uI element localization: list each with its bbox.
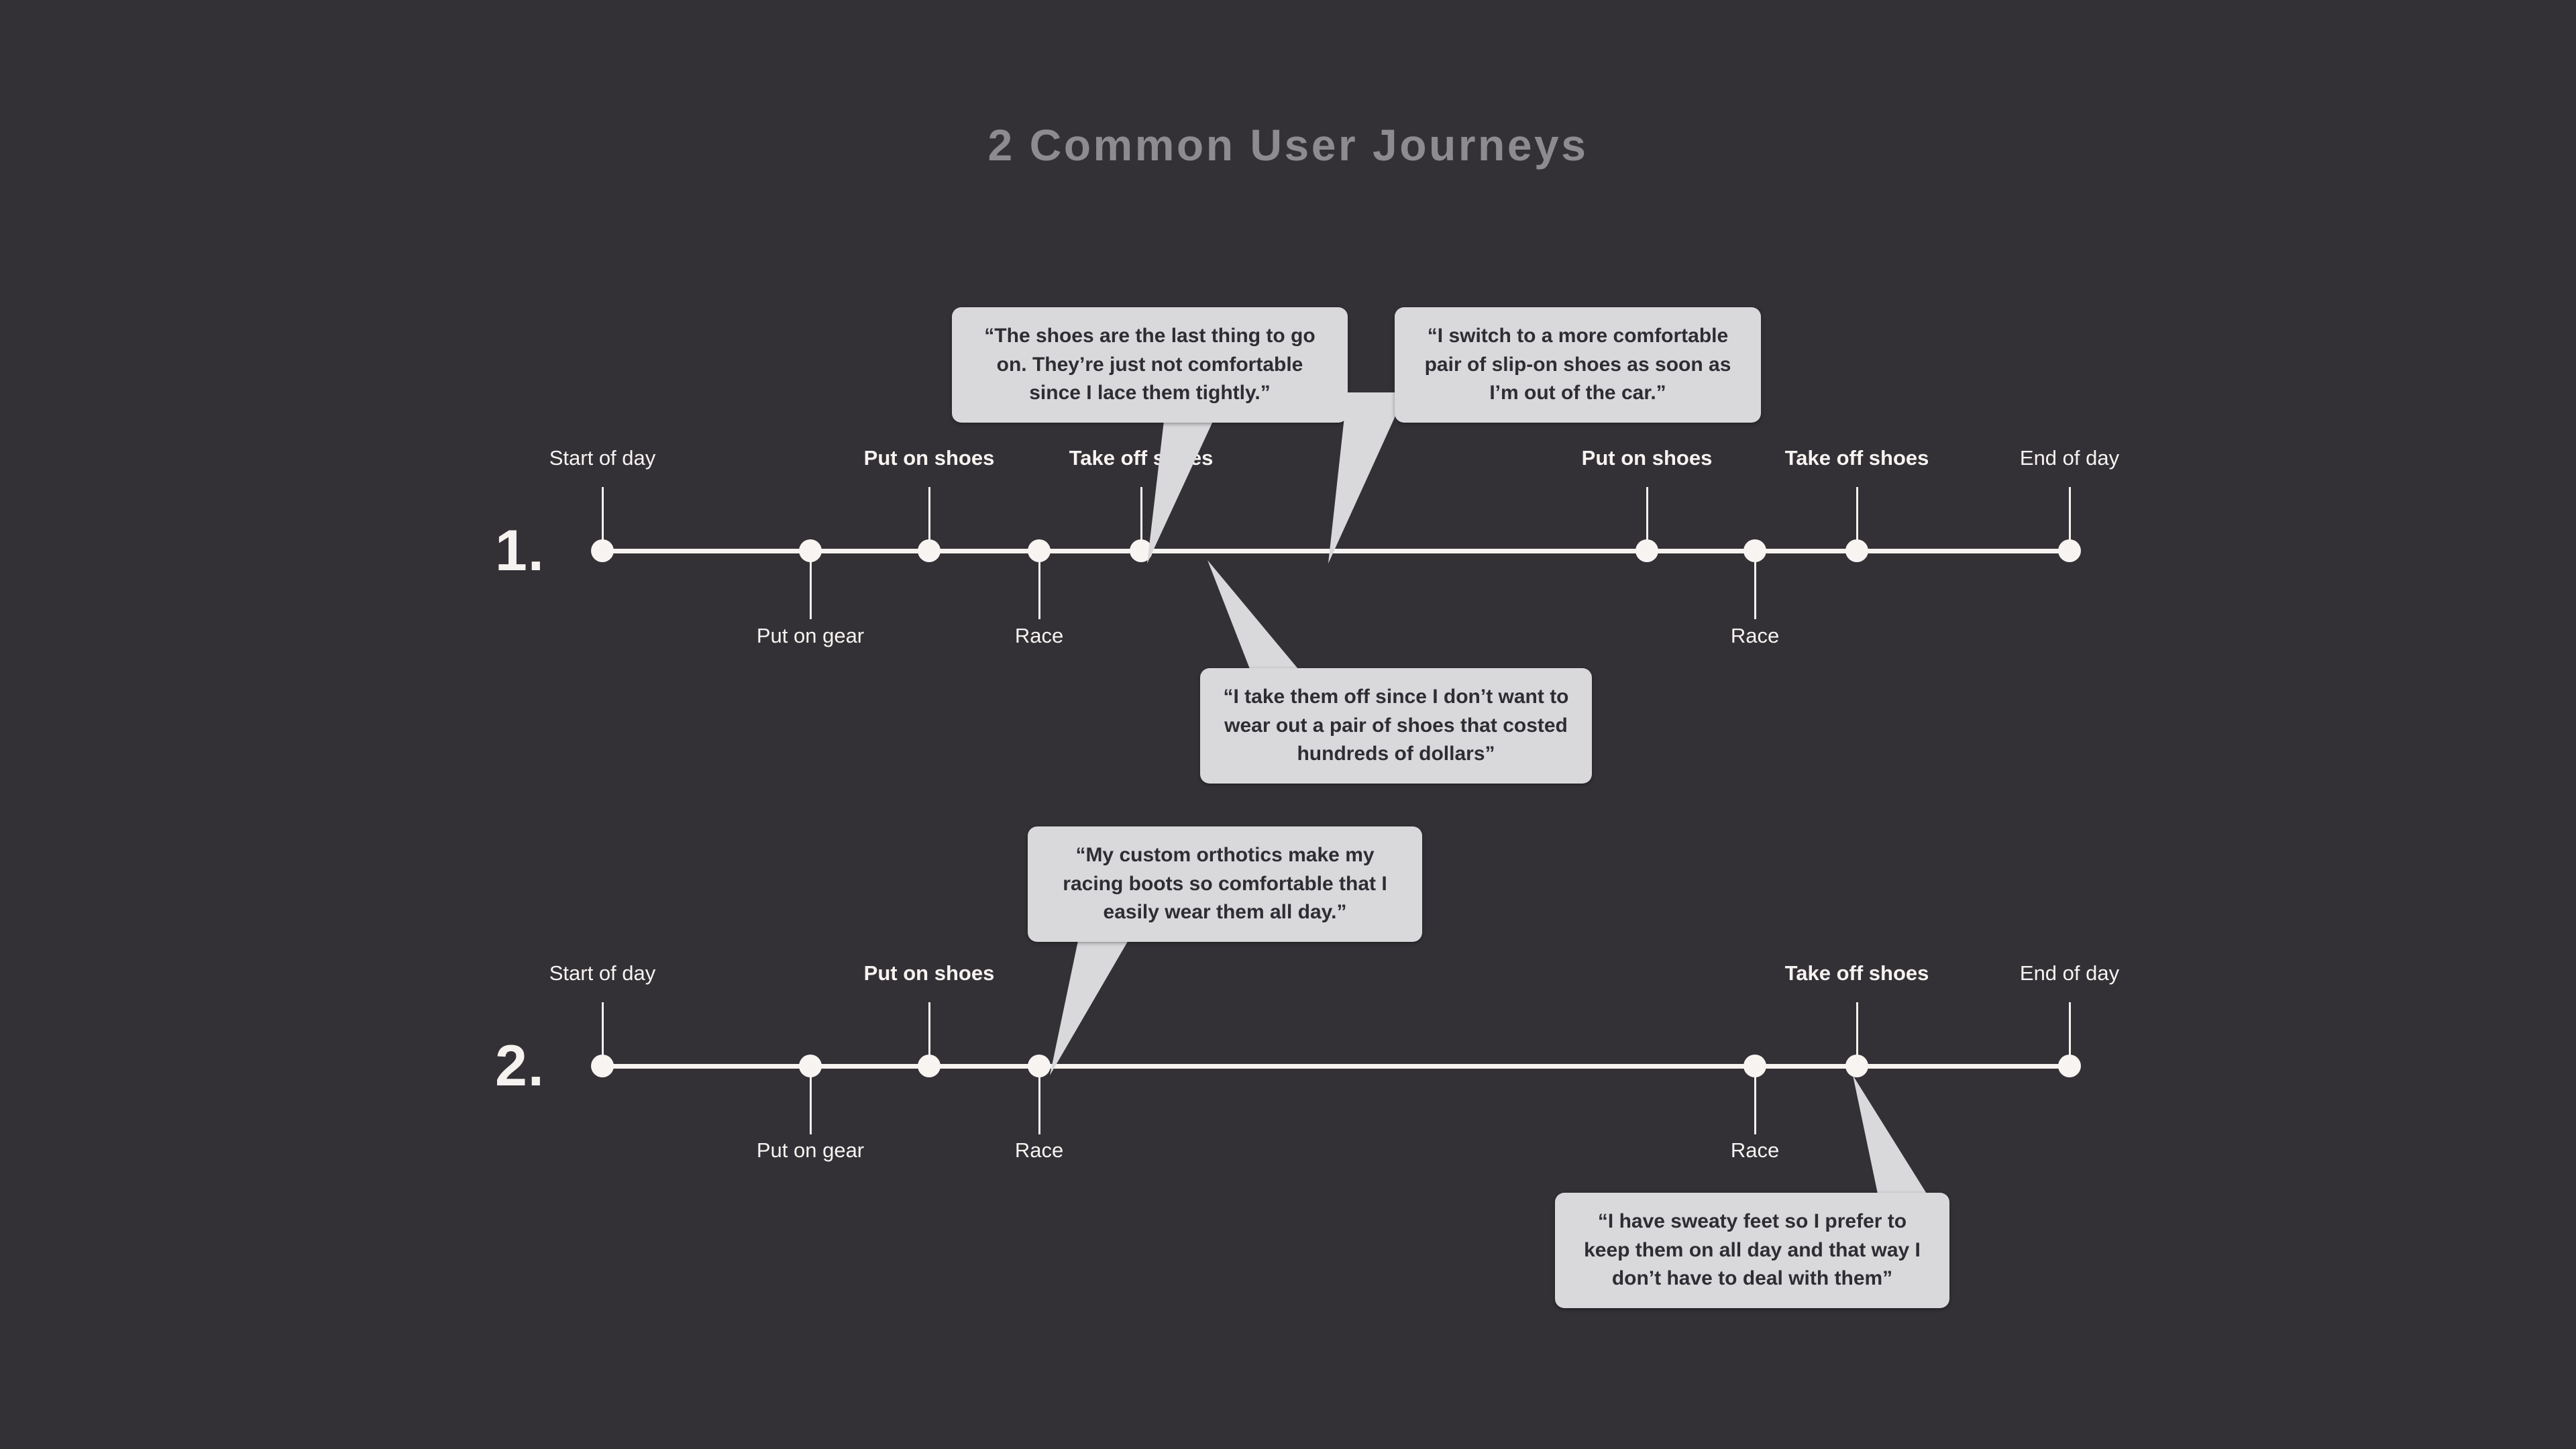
- node-stem: [602, 1002, 604, 1066]
- node-stem: [1038, 1066, 1040, 1134]
- node-stem: [1140, 487, 1142, 551]
- node-label: Take off shoes: [1069, 446, 1214, 470]
- node-stem: [928, 487, 930, 551]
- node-label: Put on gear: [756, 1138, 865, 1162]
- node-stem: [1856, 1002, 1858, 1066]
- journey-2-number: 2.: [495, 1034, 545, 1098]
- node-stem: [1754, 1066, 1756, 1134]
- journey-2-axis: [602, 1064, 2070, 1069]
- node-stem: [1754, 551, 1756, 619]
- speech-bubble-4: “My custom orthotics make my racing boot…: [1028, 826, 1422, 942]
- node-label: Put on shoes: [1581, 446, 1713, 470]
- node-stem: [602, 487, 604, 551]
- speech-bubble-1: “The shoes are the last thing to go on. …: [952, 307, 1348, 423]
- node-stem: [1646, 487, 1648, 551]
- node-label: Start of day: [549, 961, 656, 985]
- speech-bubble-2: “I switch to a more comfortable pair of …: [1395, 307, 1761, 423]
- speech-bubble-3: “I take them off since I don’t want to w…: [1200, 668, 1592, 784]
- node-label: End of day: [2019, 961, 2120, 985]
- node-stem: [2069, 487, 2071, 551]
- speech-bubble-tail: [1208, 560, 1308, 681]
- node-label: Take off shoes: [1784, 446, 1929, 470]
- node-stem: [810, 1066, 812, 1134]
- node-stem: [1856, 487, 1858, 551]
- node-label: Start of day: [549, 446, 656, 470]
- node-stem: [928, 1002, 930, 1066]
- journey-1-number: 1.: [495, 519, 545, 583]
- node-label: Race: [1014, 624, 1064, 647]
- node-label: Race: [1730, 624, 1780, 647]
- node-label: Put on shoes: [863, 446, 995, 470]
- node-label: Take off shoes: [1784, 961, 1929, 985]
- node-stem: [2069, 1002, 2071, 1066]
- page-title: 2 Common User Journeys: [987, 120, 1589, 170]
- speech-bubble-tail: [1050, 931, 1134, 1075]
- speech-bubble-5: “I have sweaty feet so I prefer to keep …: [1555, 1193, 1949, 1308]
- node-label: Put on shoes: [863, 961, 995, 985]
- node-stem: [810, 551, 812, 619]
- node-label: Race: [1014, 1138, 1064, 1162]
- node-stem: [1038, 551, 1040, 619]
- node-label: End of day: [2019, 446, 2120, 470]
- speech-bubble-tail: [1853, 1075, 1929, 1197]
- node-label: Race: [1730, 1138, 1780, 1162]
- node-label: Put on gear: [756, 624, 865, 647]
